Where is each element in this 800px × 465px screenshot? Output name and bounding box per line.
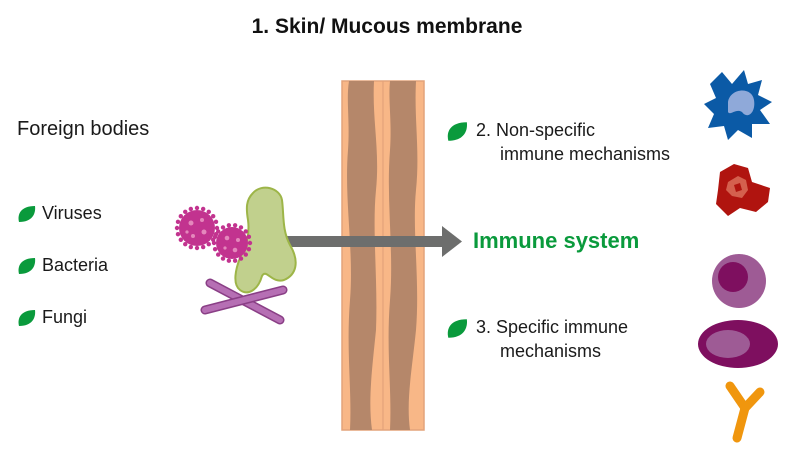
virus-spike	[200, 244, 206, 250]
non-specific-mechanisms: 2. Non-specific immune mechanisms	[446, 118, 670, 166]
virus-spike	[214, 225, 220, 231]
mechanism-line1: 3. Specific immune	[476, 317, 629, 337]
immune-system-label: Immune system	[473, 228, 640, 253]
list-item-label: Viruses	[42, 203, 102, 223]
lymphocyte-icon	[712, 254, 766, 308]
specific-mechanisms: 3. Specific immune mechanisms	[446, 315, 628, 363]
foreign-bodies-heading: Foreign bodies	[17, 118, 150, 140]
virus-spike	[216, 252, 221, 257]
virus-spike	[183, 241, 188, 247]
list-item-label: Fungi	[42, 307, 88, 327]
virus-spike	[212, 246, 218, 252]
virus-spike	[175, 219, 181, 225]
virus-spike	[210, 214, 216, 219]
page-title: 1. Skin/ Mucous membrane	[251, 15, 523, 38]
mechanism-line2: mechanisms	[500, 341, 602, 361]
virus-spike	[188, 206, 194, 212]
list-item-label: Bacteria	[42, 255, 109, 275]
virus-spike	[175, 231, 181, 237]
virus-spike	[220, 225, 226, 230]
virus-spike	[226, 223, 232, 228]
mechanism-line1: 2. Non-specific	[476, 120, 596, 140]
virus-spike	[200, 206, 206, 212]
granulocyte-icon	[716, 164, 770, 216]
virus-spike	[238, 256, 244, 261]
leaf-bullet-icon	[446, 318, 468, 339]
virus-spike	[183, 209, 188, 215]
virus-spike	[232, 223, 238, 228]
plasma-cell-icon	[698, 320, 778, 368]
virus-spike	[243, 252, 248, 257]
virus-spike	[206, 209, 211, 215]
list-item-bacteria: Bacteria	[17, 255, 108, 276]
virus-spike	[232, 258, 238, 263]
virus-spike	[243, 229, 248, 234]
virus-spike	[206, 241, 211, 247]
bacteria-icon	[234, 186, 297, 294]
leaf-bullet-icon	[17, 309, 36, 327]
fungi-icon	[200, 278, 288, 325]
virus-spike	[188, 244, 194, 250]
virus-spike	[174, 225, 180, 231]
virus-spike	[246, 234, 252, 240]
virus-spike	[194, 245, 200, 251]
virus-spike	[216, 229, 221, 234]
virus-spike	[178, 237, 184, 242]
list-item-viruses: Viruses	[17, 203, 102, 224]
virus-spike	[238, 225, 244, 230]
arrow-icon	[283, 226, 462, 257]
leaf-bullet-icon	[446, 121, 468, 142]
leaf-bullet-icon	[17, 257, 36, 275]
virus-spike	[194, 205, 200, 211]
skin-barrier	[341, 80, 425, 431]
virus-spike	[178, 214, 184, 219]
virus-spike	[213, 219, 219, 225]
virus-spike	[220, 256, 226, 261]
virus-spike	[212, 234, 218, 240]
mechanism-line2: immune mechanisms	[500, 144, 671, 164]
virus-icon	[174, 205, 253, 263]
virus-spike	[211, 240, 217, 246]
virus-spike	[226, 258, 232, 263]
virus-spike	[247, 240, 253, 246]
list-item-fungi: Fungi	[17, 307, 87, 328]
leaf-bullet-icon	[17, 205, 36, 223]
antibody-icon	[725, 381, 765, 443]
virus-spike	[246, 246, 252, 252]
macrophage-icon	[704, 70, 772, 140]
